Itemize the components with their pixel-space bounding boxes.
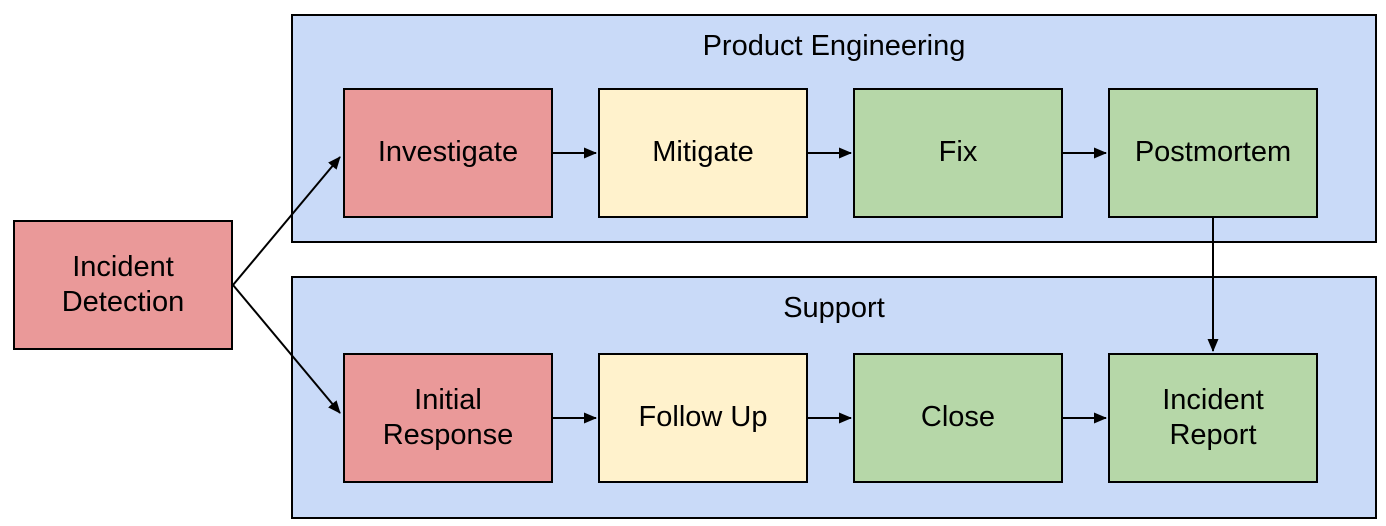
lane-title-support: Support bbox=[783, 292, 885, 324]
node-incident-report: Incident Report bbox=[1108, 353, 1318, 483]
node-fix: Fix bbox=[853, 88, 1063, 218]
node-postmortem: Postmortem bbox=[1108, 88, 1318, 218]
node-investigate: Investigate bbox=[343, 88, 553, 218]
node-close: Close bbox=[853, 353, 1063, 483]
node-follow-up: Follow Up bbox=[598, 353, 808, 483]
node-mitigate: Mitigate bbox=[598, 88, 808, 218]
lane-title-product-engineering: Product Engineering bbox=[702, 30, 966, 62]
node-initial-response: Initial Response bbox=[343, 353, 553, 483]
node-incident-detection: Incident Detection bbox=[13, 220, 233, 350]
